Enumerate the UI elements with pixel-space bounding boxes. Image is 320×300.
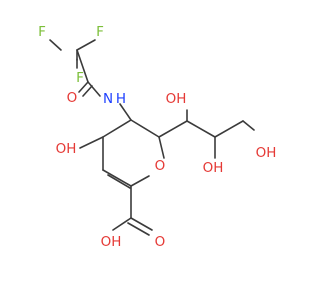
- amide-oxygen-label: O: [67, 90, 78, 106]
- atom-labels: F F F O N H OH O OH OH OH O OH: [38, 24, 276, 250]
- c7-hydroxyl-label: OH: [166, 91, 187, 107]
- bond-cf3-f1: [49, 39, 62, 51]
- bond-c6-c7: [158, 120, 188, 138]
- ring-oxygen-label: O: [155, 158, 166, 174]
- fluorine-2-label: F: [96, 24, 104, 40]
- fluorine-3-label: F: [76, 70, 84, 86]
- bond-cooh-double-2: [127, 222, 150, 236]
- bond-c3-c2-double: [107, 174, 131, 189]
- amide-hydrogen-label: H: [116, 91, 126, 107]
- molecule-diagram: F F F O N H OH O OH OH OH O OH: [38, 24, 276, 250]
- bond-c4-oh: [79, 136, 104, 149]
- bond-amide-co-1: [78, 81, 89, 93]
- bond-c2-o: [130, 175, 150, 187]
- carbonyl-oxygen-label: O: [155, 234, 166, 250]
- acid-hydroxyl-label: OH: [101, 234, 122, 250]
- bond-cf3-f2: [76, 39, 96, 51]
- bond-c3-c2: [102, 169, 132, 187]
- c4-hydroxyl-label: OH: [56, 141, 77, 157]
- bonds: [49, 39, 255, 236]
- bond-c6-c5: [130, 119, 160, 138]
- bond-c9-oh: [242, 120, 255, 131]
- bond-c5-c4: [102, 119, 132, 138]
- bond-amide-co-2: [82, 85, 93, 97]
- bond-amide-cn: [87, 81, 101, 97]
- bond-c7-c8: [186, 120, 216, 138]
- bond-c8-c9: [214, 120, 244, 138]
- bond-cf3-c: [76, 49, 89, 83]
- bond-cooh-double-1: [130, 217, 153, 231]
- amide-nitrogen-label: N: [103, 91, 113, 107]
- bond-n-c5: [119, 103, 132, 121]
- fluorine-1-label: F: [38, 24, 46, 40]
- c9-hydroxyl-label: OH: [256, 145, 277, 161]
- bond-o-c6: [158, 136, 165, 159]
- c8-hydroxyl-label: OH: [203, 160, 224, 176]
- bond-cooh-oh: [112, 217, 132, 231]
